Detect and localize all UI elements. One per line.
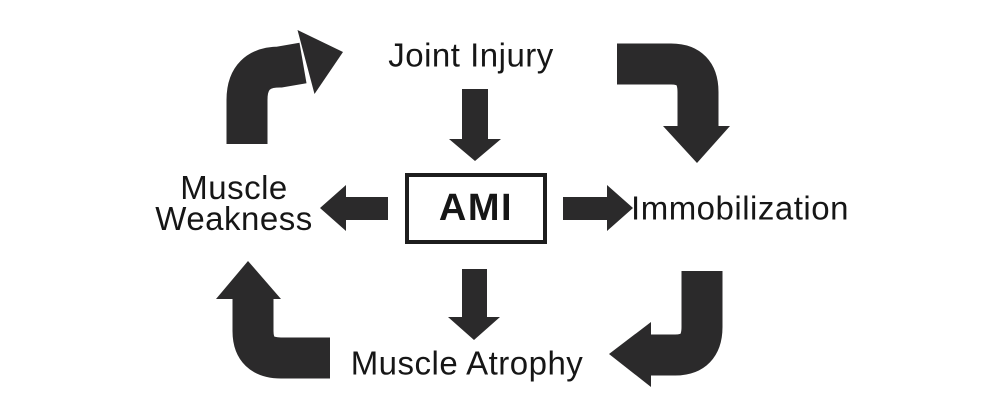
arrow-muscle-weakness-to-joint-injury bbox=[226, 30, 343, 144]
arrow-joint-injury-to-immobilization bbox=[617, 43, 730, 163]
arrow-ami-to-immobilization bbox=[563, 185, 633, 231]
arrow-ami-to-muscle-atrophy bbox=[448, 269, 500, 340]
arrow-immobilization-to-muscle-atrophy bbox=[609, 271, 723, 387]
node-immobilization: Immobilization bbox=[631, 189, 849, 227]
node-joint-injury: Joint Injury bbox=[388, 36, 554, 74]
node-muscle-weakness-line1: Muscle bbox=[180, 169, 288, 206]
center-ami-label: AMI bbox=[438, 187, 514, 229]
arrow-ami-to-muscle-weakness bbox=[320, 185, 388, 231]
center-ami-box: AMI bbox=[405, 173, 547, 244]
arrow-muscle-atrophy-to-muscle-weakness bbox=[216, 261, 330, 379]
node-muscle-weakness-line2: Weakness bbox=[155, 200, 313, 237]
node-muscle-atrophy: Muscle Atrophy bbox=[350, 344, 584, 382]
arrow-joint-injury-to-ami bbox=[449, 89, 501, 161]
node-muscle-weakness: Muscle Weakness bbox=[155, 169, 313, 237]
